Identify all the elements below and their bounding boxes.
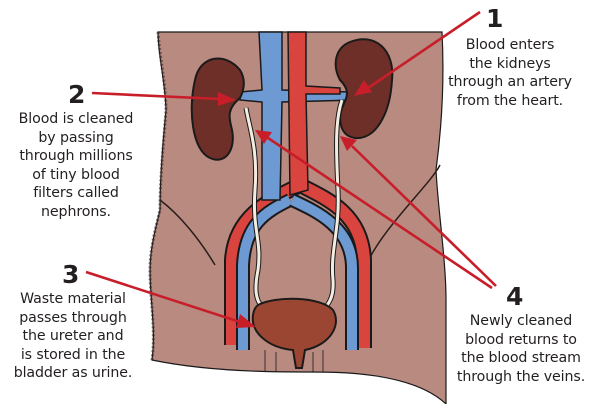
callout-number-1: 1: [486, 4, 504, 33]
callout-arrow-4b: [340, 136, 357, 151]
callout-arrow-3: [236, 314, 256, 328]
left-hip-crease: [159, 199, 216, 266]
callout-line-4a: [267, 136, 493, 290]
callout-arrow-4a: [255, 130, 272, 144]
callout-text-4: Newly cleaned blood returns to the blood…: [456, 313, 586, 385]
left-ureter-fill: [244, 107, 264, 308]
callout-number-3: 3: [62, 260, 80, 289]
callout-text-1: Blood enters the kidneys through an arte…: [448, 37, 572, 109]
callout-line-2: [91, 91, 221, 101]
callout-arrow-2: [218, 92, 236, 106]
callout-line-4b: [351, 145, 497, 287]
callout-arrow-1: [354, 80, 372, 96]
bladder-lines: [264, 350, 324, 372]
callout-number-4: 4: [506, 282, 524, 311]
callout-lines: [85, 10, 497, 328]
callout-text-2: Blood is cleaned by passing through mill…: [18, 111, 134, 220]
callout-line-1: [367, 10, 481, 90]
callout-line-3: [85, 270, 241, 324]
callout-text-3: Waste material passes through the ureter…: [13, 291, 133, 382]
left-kidney: [190, 57, 245, 161]
torso-left-edge-shading: [148, 31, 168, 361]
bladder: [251, 297, 337, 369]
callout-number-2: 2: [68, 80, 86, 109]
right-ureter-fill: [323, 99, 344, 309]
aorta: [287, 31, 341, 196]
